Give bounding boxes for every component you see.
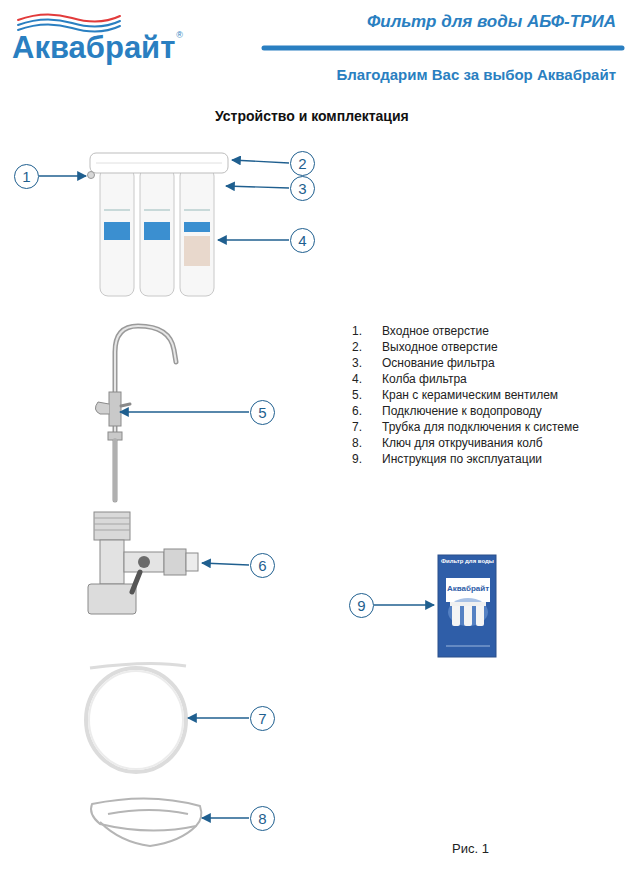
callout-number: 9 (357, 598, 365, 613)
tube-coil (86, 663, 186, 772)
callout-number: 1 (22, 169, 30, 184)
callout-circle: 3 (290, 176, 315, 201)
list-item: Ключ для откручивания колб (382, 437, 543, 451)
filter-unit (88, 153, 229, 296)
callout-circle: 1 (14, 164, 39, 189)
faucet (95, 326, 176, 500)
list-number: 6. (352, 405, 362, 419)
logo-text: Аквабрайт (12, 30, 175, 66)
callout-circle: 4 (290, 228, 315, 253)
callout-number: 5 (258, 405, 266, 420)
booklet-text: Фильтр для воды (441, 558, 494, 565)
leader-arrows (39, 160, 434, 818)
list-item: Выходное отверстие (382, 341, 498, 355)
callout-circle: 7 (250, 706, 275, 731)
callout-number: 3 (298, 181, 306, 196)
list-item: Основание фильтра (382, 357, 495, 371)
logo-waves (18, 14, 120, 31)
page-title: Фильтр для воды АБФ-ТРИА (367, 12, 616, 32)
figure-caption: Рис. 1 (452, 842, 489, 857)
callout-circle: 9 (349, 593, 374, 618)
list-number: 8. (352, 437, 362, 451)
list-number: 7. (352, 421, 362, 435)
section-heading: Устройство и комплектация (215, 108, 409, 124)
list-number: 5. (352, 389, 362, 403)
manual-booklet (438, 555, 496, 657)
callout-circle: 8 (250, 806, 275, 831)
list-item: Входное отверстие (382, 325, 489, 339)
booklet-logo: Аквабрайт (447, 584, 489, 593)
list-item: Подключение к водопроводу (382, 405, 542, 419)
list-number: 9. (352, 453, 362, 467)
list-number: 2. (352, 341, 362, 355)
callout-number: 4 (298, 233, 306, 248)
wrench-key (91, 798, 201, 846)
list-number: 1. (352, 325, 362, 339)
list-number: 3. (352, 357, 362, 371)
callout-circle: 6 (250, 553, 275, 578)
logo-registered: ® (176, 30, 183, 40)
callout-circle: 2 (290, 151, 315, 176)
callout-number: 8 (258, 811, 266, 826)
callout-number: 2 (298, 156, 306, 171)
subtitle: Благодарим Вас за выбор Аквабрайт (337, 66, 616, 83)
callout-circle: 5 (250, 400, 275, 425)
list-item: Кран с керамическим вентилем (382, 389, 558, 403)
tee-valve (88, 512, 198, 614)
callout-number: 7 (258, 711, 266, 726)
header-rule (264, 46, 622, 51)
list-number: 4. (352, 373, 362, 387)
callout-number: 6 (258, 558, 266, 573)
list-item: Трубка для подключения к системе (382, 421, 579, 435)
list-item: Инструкция по эксплуатации (382, 453, 542, 467)
list-item: Колба фильтра (382, 373, 467, 387)
